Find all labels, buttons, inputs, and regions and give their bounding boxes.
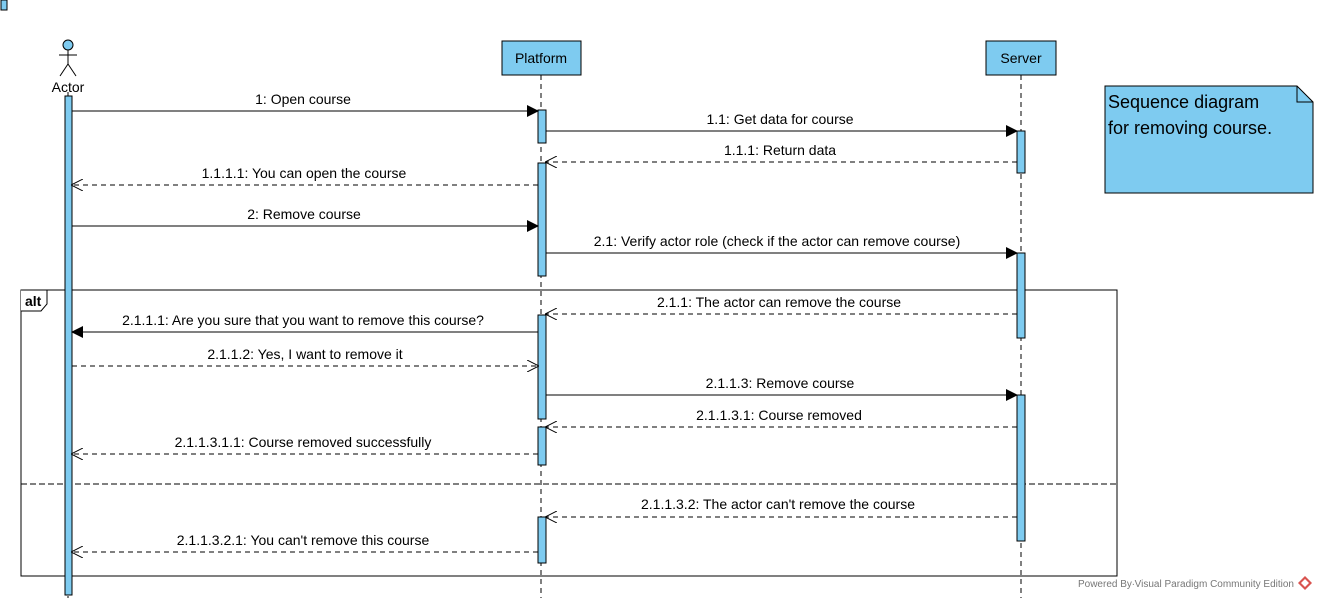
message[interactable]: 2.1.1.3.1.1: Course removed successfully (72, 434, 538, 454)
platform-activation (537, 426, 547, 466)
server-activation (1016, 394, 1026, 542)
message-label: 2.1.1: The actor can remove the course (657, 294, 901, 310)
message-label: 2.1.1.3.1: Course removed (696, 407, 862, 423)
message[interactable]: 1.1.1: Return data (546, 142, 1017, 162)
platform-activation (537, 314, 547, 420)
message[interactable]: 2.1.1: The actor can remove the course (546, 294, 1017, 314)
message[interactable]: 2.1.1.3: Remove course (546, 375, 1018, 401)
message-label: 2.1.1.2: Yes, I want to remove it (207, 346, 402, 362)
message[interactable]: 2.1.1.1: Are you sure that you want to r… (71, 312, 538, 338)
message[interactable]: 1: Open course (72, 91, 539, 117)
message[interactable]: 1.1: Get data for course (546, 111, 1018, 137)
platform-activation (537, 516, 547, 564)
message[interactable]: 2.1.1.2: Yes, I want to remove it (72, 346, 538, 366)
powered-by-text: Powered By∙Visual Paradigm Community Edi… (1078, 579, 1294, 590)
message-label: 1: Open course (255, 91, 351, 107)
platform-label: Platform (515, 50, 567, 66)
visual-paradigm-logo-icon (1298, 576, 1312, 590)
note-line: for removing course. (1108, 118, 1272, 138)
message-label: 2: Remove course (247, 206, 361, 222)
message-label: 2.1.1.3: Remove course (706, 375, 855, 391)
alt-operator: alt (25, 293, 42, 309)
actor-figure[interactable] (59, 39, 77, 77)
server-participant[interactable]: Server (985, 40, 1057, 76)
message-label: 1.1: Get data for course (706, 111, 853, 127)
message-label: 2.1.1.3.1.1: Course removed successfully (175, 434, 432, 450)
actor-label: Actor (52, 79, 85, 95)
note[interactable]: Sequence diagram for removing course. (1104, 85, 1314, 194)
message[interactable]: 2.1: Verify actor role (check if the act… (546, 233, 1018, 259)
actor-activation (64, 95, 73, 596)
message-label: 2.1.1.3.2.1: You can't remove this cours… (177, 532, 430, 548)
message-label: 2.1.1.3.2: The actor can't remove the co… (641, 496, 915, 512)
message[interactable]: 2.1.1.3.1: Course removed (546, 407, 1017, 427)
server-activation (1016, 130, 1026, 174)
note-line: Sequence diagram (1108, 92, 1259, 112)
platform-activation (537, 162, 547, 277)
alt-fragment[interactable]: alt (20, 289, 1118, 577)
message[interactable]: 1.1.1.1: You can open the course (72, 165, 538, 185)
server-label: Server (1000, 50, 1042, 66)
corner-marker (0, 0, 8, 11)
message[interactable]: 2: Remove course (72, 206, 539, 232)
message-label: 2.1: Verify actor role (check if the act… (594, 233, 961, 249)
message-label: 2.1.1.1: Are you sure that you want to r… (122, 312, 484, 328)
platform-activation (537, 109, 547, 144)
platform-participant[interactable]: Platform (501, 40, 582, 76)
message-label: 1.1.1.1: You can open the course (202, 165, 407, 181)
message-label: 1.1.1: Return data (724, 142, 836, 158)
message[interactable]: 2.1.1.3.2: The actor can't remove the co… (546, 496, 1017, 517)
message[interactable]: 2.1.1.3.2.1: You can't remove this cours… (72, 532, 538, 552)
server-activation (1016, 252, 1026, 339)
